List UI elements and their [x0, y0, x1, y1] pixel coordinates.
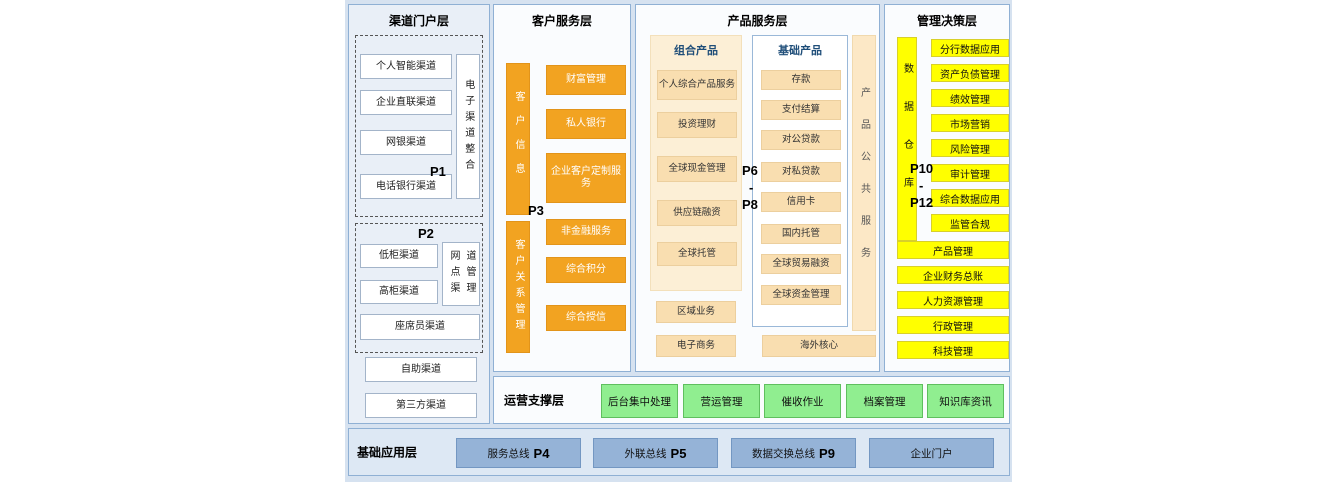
customer-service-item: 非金融服务: [546, 219, 626, 245]
channel-item: 自助渠道: [365, 357, 477, 382]
channel-item: 低柜渠道: [360, 244, 438, 268]
basic-product-item: 对私贷款: [761, 162, 841, 182]
customer-service-item: 综合授信: [546, 305, 626, 331]
combo-product-item: 全球托管: [657, 242, 737, 266]
customer-service-item: 私人银行: [546, 109, 626, 139]
channel-item: 第三方渠道: [365, 393, 477, 418]
operation-support-layer: 运营支撑层 后台集中处理 营运管理 催收作业 档案管理 知识库资讯: [493, 376, 1010, 424]
p3-label: P3: [528, 203, 544, 218]
bus-label: 企业门户: [910, 447, 953, 460]
management-app-item: 监管合规: [931, 214, 1009, 232]
management-app-item: 分行数据应用: [931, 39, 1009, 57]
customer-info-bar: 客户信息: [506, 63, 530, 215]
layer-title-channel: 渠道门户层: [388, 14, 449, 28]
management-wide-item: 人力资源管理: [897, 291, 1009, 309]
branch-management-bar: 网点渠道管理: [442, 242, 480, 306]
operation-item: 档案管理: [846, 384, 923, 418]
product-extra-item: 电子商务: [656, 335, 736, 357]
p10-label: P10: [910, 161, 934, 176]
bus-label: 外联总线: [624, 447, 667, 460]
channel-item: 企业直联渠道: [360, 90, 452, 115]
management-app-item: 审计管理: [931, 164, 1009, 182]
p10-p12-dash: -: [919, 178, 924, 193]
combo-products-header: 组合产品: [674, 45, 718, 57]
bus-label: 服务总线: [487, 447, 530, 460]
p1-label: P1: [430, 164, 446, 179]
management-wide-item: 科技管理: [897, 341, 1009, 359]
management-app-item: 风险管理: [931, 139, 1009, 157]
basic-product-item: 全球资金管理: [761, 285, 841, 305]
basic-product-item: 信用卡: [761, 192, 841, 212]
branch-channels-group: P2 低柜渠道 高柜渠道 网点渠道管理 座席员渠道: [355, 223, 483, 353]
p9-label: P9: [819, 445, 835, 461]
layer-title-base: 基础应用层: [357, 445, 418, 460]
operation-item: 营运管理: [683, 384, 760, 418]
channel-item: 高柜渠道: [360, 280, 438, 304]
combo-product-item: 投资理财: [657, 112, 737, 138]
basic-product-item: 对公贷款: [761, 130, 841, 150]
p5-label: P5: [670, 445, 687, 461]
basic-product-item: 国内托管: [761, 224, 841, 244]
crm-bar: 客户关系管理: [506, 221, 530, 353]
management-app-item: 资产负债管理: [931, 64, 1009, 82]
management-wide-item: 企业财务总账: [897, 266, 1009, 284]
layer-title-operation: 运营支撑层: [504, 393, 565, 408]
layer-title-management: 管理决策层: [916, 14, 977, 28]
operation-item: 催收作业: [764, 384, 841, 418]
data-warehouse-bar: 数据仓库: [897, 37, 917, 241]
channel-item: 网银渠道: [360, 130, 452, 155]
management-app-item: 市场营销: [931, 114, 1009, 132]
p6-label: P6: [742, 163, 758, 178]
customer-service-item: 财富管理: [546, 65, 626, 95]
basic-product-item: 支付结算: [761, 100, 841, 120]
operation-item: 知识库资讯: [927, 384, 1004, 418]
management-wide-item: 行政管理: [897, 316, 1009, 334]
basic-products-header: 基础产品: [778, 45, 822, 57]
product-public-service-bar: 产品公共服务: [852, 35, 876, 331]
p2-label: P2: [418, 226, 434, 241]
basic-product-item: 存款: [761, 70, 841, 90]
basic-product-item: 全球贸易融资: [761, 254, 841, 274]
channel-item: 个人智能渠道: [360, 54, 452, 79]
p8-label: P8: [742, 197, 758, 212]
operation-item: 后台集中处理: [601, 384, 678, 418]
product-extra-item: 海外核心: [762, 335, 876, 357]
p12-label: P12: [910, 195, 934, 210]
customer-service-item: 企业客户定制服务: [546, 153, 626, 203]
combo-products-panel: 组合产品 个人综合产品服务 投资理财 全球现金管理 供应链融资 全球托管: [650, 35, 742, 291]
customer-service-item: 综合积分: [546, 257, 626, 283]
bus-label: 数据交换总线: [752, 447, 816, 460]
agent-channel-item: 座席员渠道: [360, 314, 480, 340]
channel-portal-layer: 渠道门户层 个人智能渠道 企业直联渠道 网银渠道 电话银行渠道 电子渠道整合 P…: [348, 4, 490, 424]
management-app-item: 综合数据应用: [931, 189, 1009, 207]
electronic-integration-bar: 电子渠道整合: [456, 54, 480, 199]
electronic-channels-group: 个人智能渠道 企业直联渠道 网银渠道 电话银行渠道 电子渠道整合 P1: [355, 35, 483, 217]
management-wide-item: 产品管理: [897, 241, 1009, 259]
bus-item: 企业门户: [869, 438, 994, 468]
combo-product-item: 个人综合产品服务: [657, 70, 737, 100]
p6-p8-dash: -: [749, 180, 754, 195]
customer-service-layer: 客户服务层 客户信息 财富管理 私人银行 企业客户定制服务 P3 客户关系管理 …: [493, 4, 631, 372]
product-extra-item: 区域业务: [656, 301, 736, 323]
channel-item: 电话银行渠道: [360, 174, 452, 199]
basic-products-panel: 基础产品 存款 支付结算 对公贷款 对私贷款 信用卡 国内托管 全球贸易融资 全…: [752, 35, 848, 327]
combo-product-item: 供应链融资: [657, 200, 737, 226]
p4-label: P4: [533, 445, 550, 461]
product-service-layer: 产品服务层 组合产品 个人综合产品服务 投资理财 全球现金管理 供应链融资 全球…: [635, 4, 880, 372]
layer-title-customer: 客户服务层: [531, 14, 592, 28]
combo-product-item: 全球现金管理: [657, 156, 737, 182]
management-app-item: 绩效管理: [931, 89, 1009, 107]
management-decision-layer: 管理决策层 数据仓库 P10 - P12 分行数据应用 资产负债管理 绩效管理 …: [884, 4, 1010, 372]
architecture-diagram: 渠道门户层 个人智能渠道 企业直联渠道 网银渠道 电话银行渠道 电子渠道整合 P…: [345, 0, 1012, 482]
layer-title-product: 产品服务层: [727, 14, 788, 28]
